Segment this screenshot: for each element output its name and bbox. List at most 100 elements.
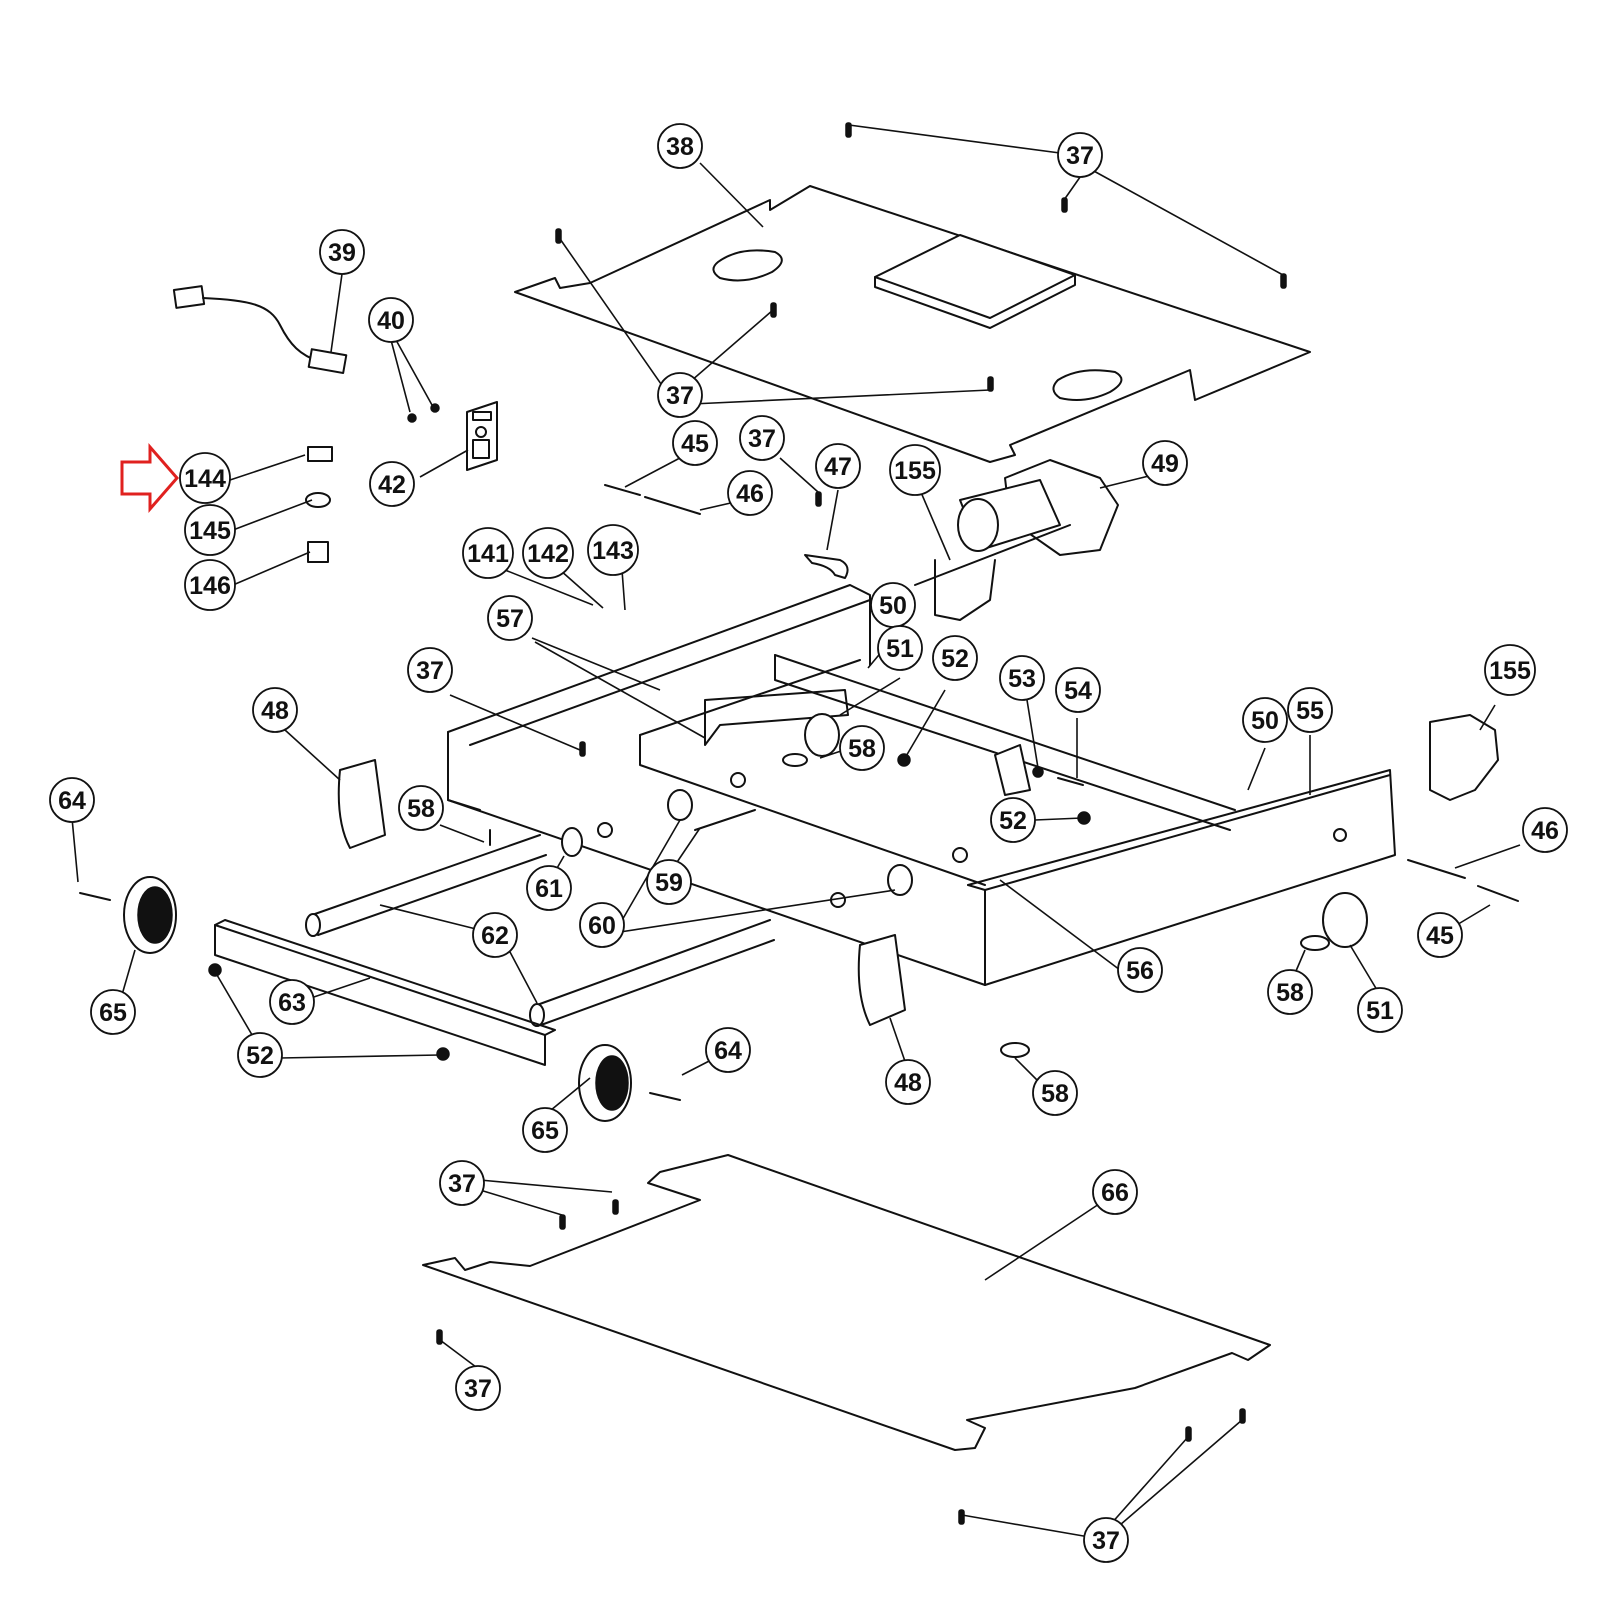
callout-48: 48 — [252, 687, 298, 733]
callout-label: 37 — [1092, 1527, 1120, 1555]
callout-label: 37 — [666, 382, 694, 410]
callout-label: 63 — [278, 989, 306, 1017]
callout-46: 46 — [1522, 807, 1568, 853]
part-144 — [307, 446, 333, 462]
tube-62b-end — [529, 1003, 545, 1027]
callout-bubble — [319, 229, 365, 275]
callout-label: 51 — [1366, 997, 1394, 1025]
nut-53 — [1032, 766, 1044, 778]
callout-145: 145 — [184, 504, 236, 556]
callout-label: 53 — [1008, 665, 1036, 693]
rod-59 — [694, 809, 756, 831]
callout-bubble — [999, 655, 1045, 701]
callout-bubble — [1092, 1169, 1138, 1215]
callout-144: 144 — [179, 452, 231, 504]
callout-label: 37 — [416, 657, 444, 685]
roller-60b — [887, 864, 913, 896]
callout-58: 58 — [1032, 1070, 1078, 1116]
callout-bubble — [579, 902, 625, 948]
callout-label: 45 — [681, 430, 709, 458]
callout-label: 50 — [1251, 707, 1279, 735]
callout-64: 64 — [49, 777, 95, 823]
part-top-cover-38 — [514, 185, 1311, 463]
callout-bubble — [49, 777, 95, 823]
callout-bubble — [1242, 697, 1288, 743]
leader-lines — [71, 124, 1521, 1539]
callout-52: 52 — [237, 1032, 283, 1078]
callout-58: 58 — [398, 785, 444, 831]
callout-label: 45 — [1426, 922, 1454, 950]
callout-label: 50 — [879, 592, 907, 620]
callout-37: 37 — [407, 647, 453, 693]
tube-62b — [536, 919, 775, 1026]
callout-bubble — [237, 1032, 283, 1078]
callout-51: 51 — [1357, 987, 1403, 1033]
bolt-52a — [897, 753, 911, 767]
bracket-155 — [1429, 714, 1499, 801]
callout-bubble — [1055, 667, 1101, 713]
bolt-54 — [1057, 777, 1084, 786]
callout-40: 40 — [368, 297, 414, 343]
callout-label: 37 — [1066, 142, 1094, 170]
callout-142: 142 — [522, 527, 574, 579]
wheel-65b-hub — [595, 1055, 629, 1111]
callout-50: 50 — [1242, 697, 1288, 743]
callout-label: 58 — [1041, 1080, 1069, 1108]
callout-label: 155 — [1489, 657, 1531, 685]
callout-bubble — [369, 461, 415, 507]
callout-label: 37 — [748, 425, 776, 453]
parts-layer — [79, 122, 1519, 1525]
bottom-plate-66 — [422, 1154, 1271, 1451]
callout-label: 37 — [464, 1375, 492, 1403]
wheel-65a-hub — [137, 886, 173, 944]
callout-57: 57 — [487, 595, 533, 641]
callout-label: 143 — [592, 537, 634, 565]
callout-52: 52 — [990, 797, 1036, 843]
bolt-52c — [208, 963, 222, 977]
callout-42: 42 — [369, 461, 415, 507]
callout-155: 155 — [889, 444, 941, 496]
end-cap-48b — [857, 934, 906, 1026]
callout-bubble — [252, 687, 298, 733]
tube-62a — [311, 834, 547, 936]
callout-bubble — [672, 420, 718, 466]
callout-58: 58 — [1267, 969, 1313, 1015]
callout-bubble — [439, 1160, 485, 1206]
callout-label: 58 — [1276, 979, 1304, 1007]
roller-60a — [667, 789, 693, 821]
callout-37: 37 — [439, 1160, 485, 1206]
callout-label: 49 — [1151, 450, 1179, 478]
callout-label: 42 — [378, 471, 406, 499]
callout-label: 60 — [588, 912, 616, 940]
callout-65: 65 — [90, 989, 136, 1035]
callout-label: 52 — [941, 645, 969, 673]
bolt-46b — [1407, 859, 1466, 879]
callout-label: 57 — [496, 605, 524, 633]
foot-58a — [782, 753, 808, 767]
callout-63: 63 — [269, 979, 315, 1025]
callout-bubble — [932, 635, 978, 681]
part-145 — [305, 492, 331, 508]
callout-56: 56 — [1117, 947, 1163, 993]
callout-bubble — [877, 625, 923, 671]
screw-40b — [430, 403, 440, 413]
callout-bubble — [1417, 912, 1463, 958]
callout-bubble — [455, 1365, 501, 1411]
callout-label: 61 — [535, 875, 563, 903]
callout-label: 39 — [328, 239, 356, 267]
callout-54: 54 — [1055, 667, 1101, 713]
part-146 — [307, 541, 329, 563]
callout-bubble — [889, 444, 941, 496]
callout-59: 59 — [646, 859, 692, 905]
callout-47: 47 — [815, 443, 861, 489]
bolt-64b — [649, 1092, 681, 1101]
callout-bubble — [705, 1027, 751, 1073]
callout-38: 38 — [657, 123, 703, 169]
callout-bubble — [407, 647, 453, 693]
callout-bubble — [1267, 969, 1313, 1015]
bushing-61 — [561, 827, 583, 857]
callout-39: 39 — [319, 229, 365, 275]
screw-icon-group — [436, 122, 1287, 1525]
callout-label: 54 — [1064, 677, 1092, 705]
callout-52: 52 — [932, 635, 978, 681]
